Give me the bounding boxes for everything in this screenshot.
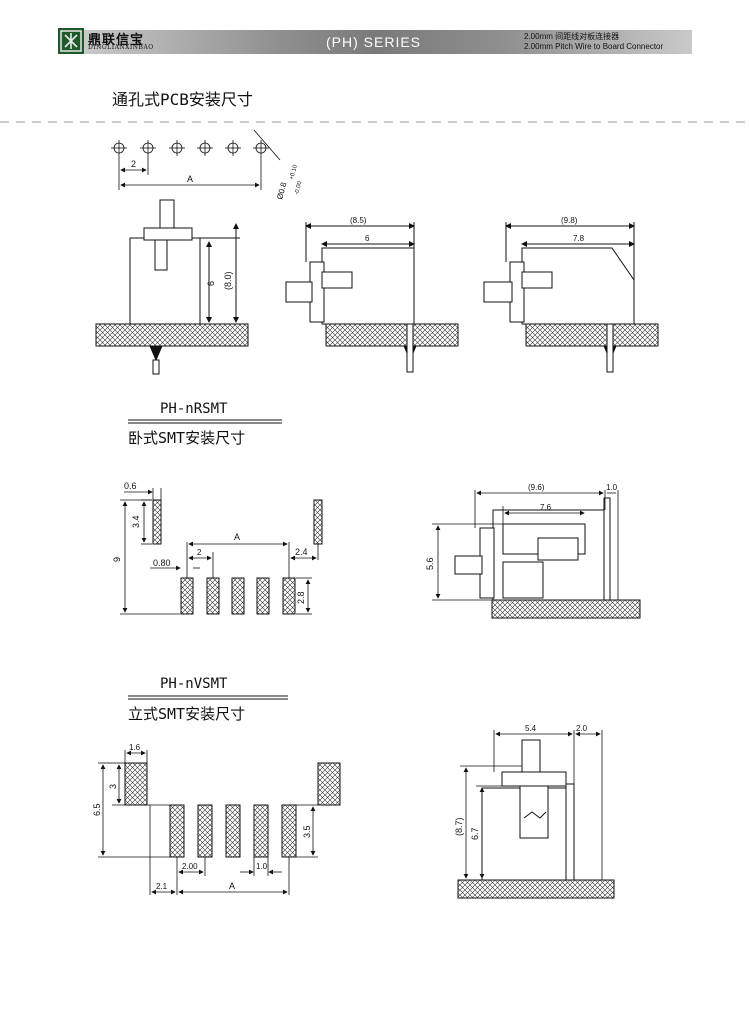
rsmt-pad-3 — [231, 577, 245, 615]
vsmt-pad-4 — [253, 804, 269, 858]
hole-4 — [197, 140, 213, 156]
hole-2 — [140, 140, 156, 156]
vsmt-side-w54: 5.4 — [525, 724, 537, 733]
brand-subtitle: DINGLIANXINBAO — [88, 44, 154, 51]
vsmt-span: A — [229, 881, 235, 891]
vsmt-pad-3 — [225, 804, 241, 858]
series-title: (PH) SERIES — [326, 34, 422, 50]
rsmt-pad-4 — [256, 577, 270, 615]
rsmt-side-view — [432, 490, 641, 619]
tht-hole-tol-plus: +0.10 — [289, 164, 299, 181]
tht-side-view-1 — [285, 222, 459, 373]
brand-name: 鼎联信宝 — [88, 33, 145, 48]
tht-span-dim: A — [187, 174, 193, 184]
vsmt-side-h67: 6.7 — [470, 827, 480, 840]
rsmt-model-label: PH-nRSMT — [160, 401, 228, 417]
vsmt-anchor-pad-left — [124, 762, 148, 806]
rsmt-pad-h: 2.8 — [296, 591, 306, 604]
rsmt-w06: 0.6 — [124, 481, 137, 491]
tht-w85: (8.5) — [350, 216, 367, 225]
vsmt-h65: 6.5 — [92, 803, 102, 816]
vsmt-side-h87: (8.7) — [454, 817, 464, 836]
tht-w78: 7.8 — [573, 234, 585, 243]
vsmt-w16: 1.6 — [129, 743, 141, 752]
rsmt-off: 2.4 — [295, 547, 308, 557]
rsmt-pitch: 2 — [197, 548, 202, 557]
rsmt-pad-1 — [180, 577, 194, 615]
rsmt-side-w10: 1.0 — [606, 483, 618, 492]
header-band — [60, 30, 692, 54]
vsmt-off: 2.1 — [156, 882, 168, 891]
vsmt-anchor-pad-right — [317, 762, 341, 806]
hole-5 — [225, 140, 241, 156]
vsmt-model-label: PH-nVSMT — [160, 676, 228, 692]
vsmt-section-title: 立式SMT安装尺寸 — [128, 705, 246, 723]
tht-w98: (9.8) — [561, 216, 578, 225]
tht-pitch-dim: 2 — [131, 159, 136, 169]
vsmt-pad-5 — [281, 804, 297, 858]
vsmt-side-view — [457, 730, 615, 899]
vsmt-h3: 3 — [108, 784, 118, 789]
rsmt-pad-5 — [282, 577, 296, 615]
vsmt-footprint — [98, 750, 341, 895]
tht-front-view — [95, 199, 249, 375]
rsmt-section-title: 卧式SMT安装尺寸 — [128, 429, 246, 447]
tht-hole-tol-minus: -0.00 — [294, 180, 304, 195]
rsmt-h9: 9 — [112, 557, 122, 562]
rsmt-footprint — [120, 488, 323, 615]
hole-3 — [169, 140, 185, 156]
tht-w6: 6 — [365, 234, 370, 243]
tht-side-view-2 — [483, 222, 659, 373]
hole-1 — [111, 140, 127, 156]
vsmt-pad-2 — [197, 804, 213, 858]
rsmt-pad-w: 0.80 — [153, 558, 171, 568]
rsmt-anchor-pad-left — [152, 499, 162, 545]
vsmt-side-w20: 2.0 — [576, 724, 588, 733]
tht-hole-pattern — [111, 129, 281, 190]
rsmt-h34: 3.4 — [131, 515, 141, 528]
title-underlines — [128, 419, 288, 700]
vsmt-pad-w: 1.0 — [256, 862, 268, 871]
header-desc-en: 2.00mm Pitch Wire to Board Connector — [524, 42, 664, 51]
header-desc-cn: 2.00mm 间距线对板连接器 — [524, 32, 620, 41]
tht-section-title: 通孔式PCB安装尺寸 — [112, 90, 253, 109]
tht-h6: 6 — [206, 281, 216, 286]
hole-6 — [253, 140, 269, 156]
rsmt-pad-2 — [206, 577, 220, 615]
brand-logo-icon — [58, 28, 84, 54]
tht-h8: (8.0) — [223, 271, 233, 290]
vsmt-pitch: 2.00 — [182, 862, 198, 871]
vsmt-pad-1 — [169, 804, 185, 858]
tht-hole-dim: Ø0.8 — [275, 181, 288, 201]
vsmt-h35: 3.5 — [302, 825, 312, 838]
rsmt-side-w76: 7.6 — [540, 503, 552, 512]
rsmt-span: A — [234, 532, 240, 542]
rsmt-side-h56: 5.6 — [425, 557, 435, 570]
rsmt-side-w96: (9.6) — [528, 483, 545, 492]
rsmt-anchor-pad-right — [313, 499, 323, 545]
page-header: 鼎联信宝 DINGLIANXINBAO (PH) SERIES 2.00mm 间… — [0, 0, 749, 62]
